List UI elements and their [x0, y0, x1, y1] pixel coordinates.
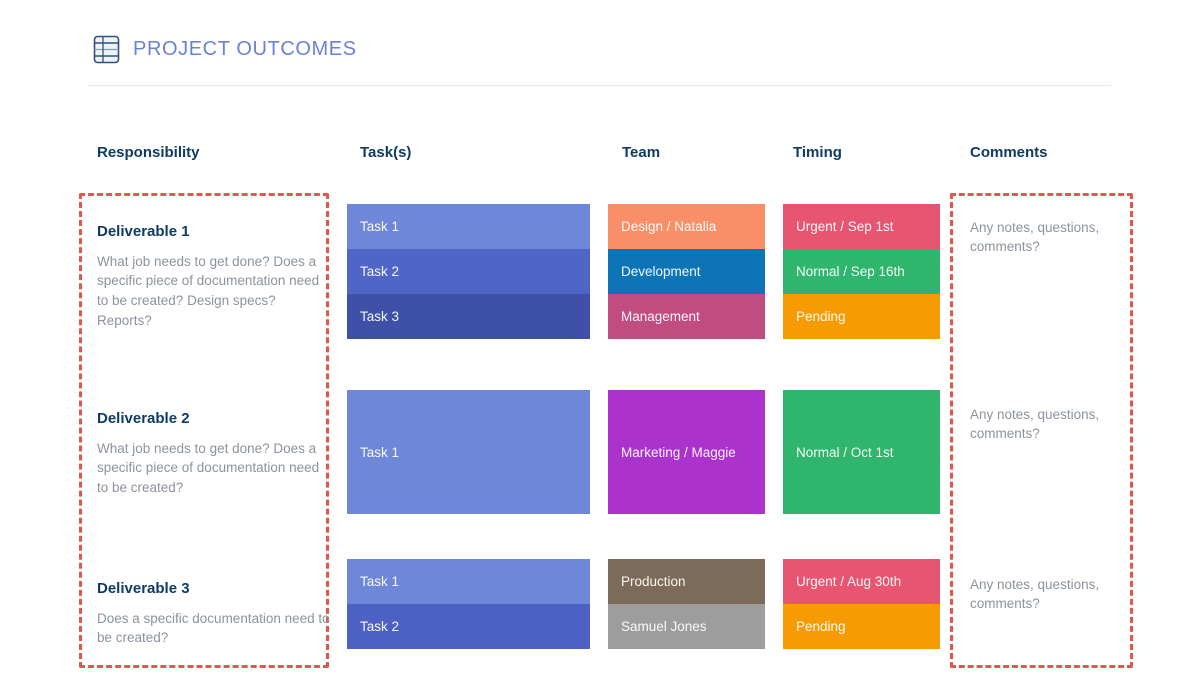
deliverable-title: Deliverable 3: [97, 580, 190, 597]
timing-cell: Normal / Oct 1st: [783, 390, 940, 514]
team-cell: Development: [608, 249, 765, 294]
table-icon: [93, 35, 120, 64]
deliverable-description: What job needs to get done? Does a speci…: [97, 440, 320, 496]
team-cell: Production: [608, 559, 765, 604]
team-cell: Marketing / Maggie: [608, 390, 765, 514]
team-cell: Design / Natalia: [608, 204, 765, 249]
timing-cell: Pending: [783, 604, 940, 649]
deliverable-description: Does a specific documentation need to be…: [97, 610, 330, 646]
timing-cell: Normal / Sep 16th: [783, 249, 940, 294]
column-header-tasks: Task(s): [360, 144, 412, 161]
comments-dashed-box: [950, 193, 1133, 668]
page-header: PROJECT OUTCOMES: [93, 35, 357, 64]
task-cell: Task 1: [347, 204, 590, 249]
task-cell: Task 3: [347, 294, 590, 339]
column-header-responsibility: Responsibility: [97, 144, 200, 161]
timing-cell: Urgent / Aug 30th: [783, 559, 940, 604]
deliverable-title: Deliverable 1: [97, 223, 190, 240]
responsibility-dashed-box: [79, 193, 329, 668]
timing-cell: Urgent / Sep 1st: [783, 204, 940, 249]
column-header-timing: Timing: [793, 144, 842, 161]
header-divider: [88, 85, 1111, 86]
team-cell: Samuel Jones: [608, 604, 765, 649]
task-cell: Task 2: [347, 249, 590, 294]
column-header-comments: Comments: [970, 144, 1048, 161]
team-cell: Management: [608, 294, 765, 339]
comment-text: Any notes, questions, comments?: [970, 576, 1100, 611]
deliverable-title: Deliverable 2: [97, 410, 190, 427]
comment-text: Any notes, questions, comments?: [970, 406, 1100, 441]
task-cell: Task 1: [347, 390, 590, 514]
timing-cell: Pending: [783, 294, 940, 339]
task-cell: Task 1: [347, 559, 590, 604]
comment-text: Any notes, questions, comments?: [970, 219, 1100, 254]
deliverable-description: What job needs to get done? Does a speci…: [97, 253, 320, 329]
column-header-team: Team: [622, 144, 661, 161]
task-cell: Task 2: [347, 604, 590, 649]
page-title: PROJECT OUTCOMES: [133, 38, 357, 60]
